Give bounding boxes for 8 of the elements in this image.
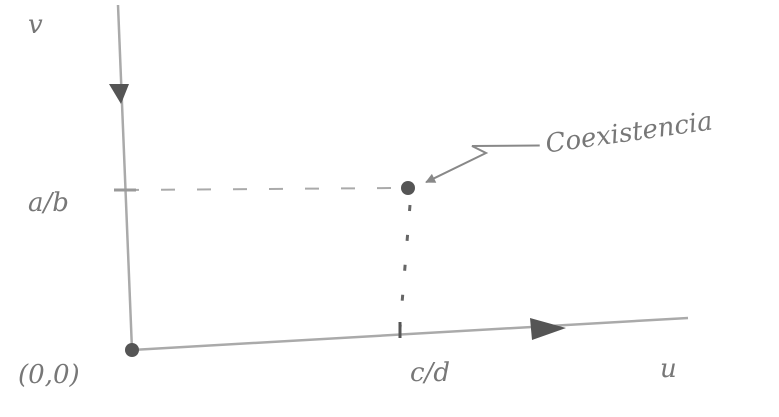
axis-label: a/b (28, 188, 69, 218)
axis-label: c/d (410, 358, 450, 388)
leader-arrow (425, 144, 540, 184)
axis-label: (0,0) (18, 360, 80, 390)
axis-label: u (660, 354, 677, 384)
axis-label: v (28, 10, 43, 40)
callout-text: Coexistencia (544, 106, 714, 160)
equilibrium-point (401, 181, 415, 195)
